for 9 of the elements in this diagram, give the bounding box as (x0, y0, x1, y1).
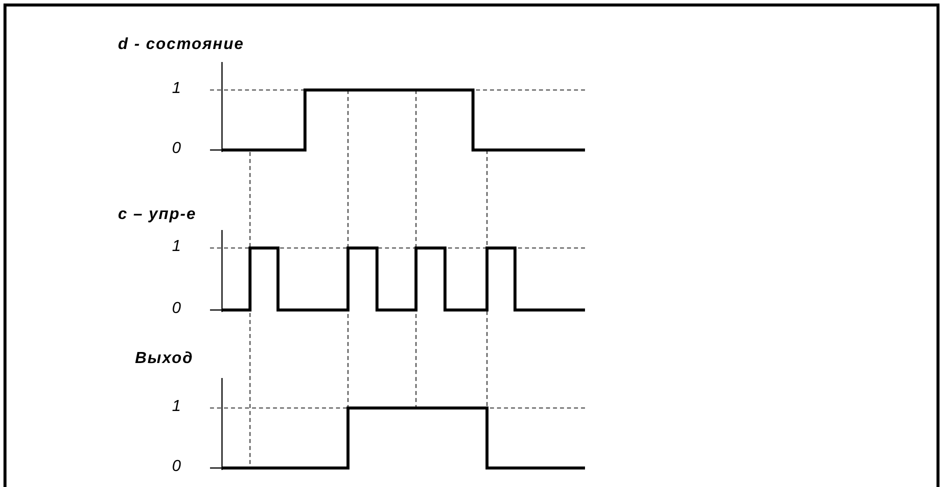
level-label: 1 (172, 80, 181, 98)
level-label: 1 (172, 238, 181, 256)
level-label: 0 (172, 300, 181, 318)
level-label: 0 (172, 458, 181, 476)
level-label: 0 (172, 140, 181, 158)
signal-name: c – упр-е (118, 206, 196, 224)
signal-name: Выход (135, 350, 194, 368)
signal-name: d - состояние (118, 36, 244, 54)
level-label: 1 (172, 398, 181, 416)
